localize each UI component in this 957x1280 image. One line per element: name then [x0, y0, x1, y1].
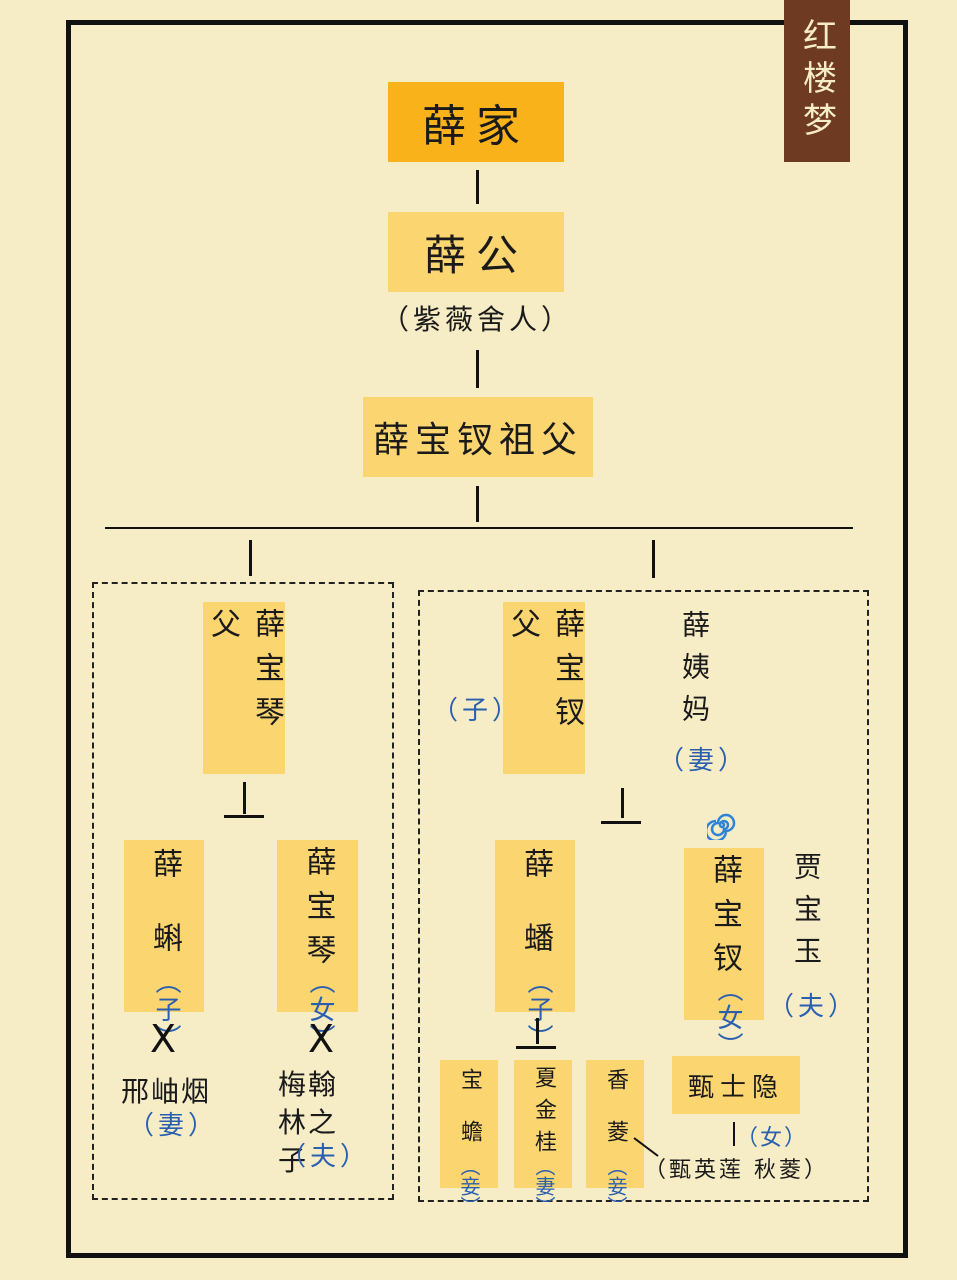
- left-daughter-box: 薛宝琴: [277, 840, 358, 1012]
- right-father-name: 薛宝钗父: [505, 608, 584, 740]
- left-daughter-name: 薛宝琴: [300, 846, 336, 978]
- right-daughter-role: （女）: [713, 976, 743, 1060]
- patriarch-box: 薛公: [388, 212, 564, 292]
- left-son-name: 薛蝌: [147, 848, 182, 996]
- wife-name: 夏金桂: [531, 1066, 556, 1162]
- concubine2-name: 香菱: [603, 1068, 628, 1172]
- left-son-wife: 邢岫烟: [121, 1075, 212, 1108]
- connector: [249, 540, 252, 576]
- xiangling-names: （甄英莲 秋菱）: [644, 1158, 829, 1183]
- family-box: 薛家: [388, 82, 564, 162]
- connector: [536, 1018, 539, 1044]
- diagram-frame: [66, 20, 908, 1258]
- connector: [652, 540, 655, 578]
- right-son-box: 薛蟠: [495, 840, 575, 1012]
- zhen-box: 甄士隐: [672, 1056, 800, 1114]
- left-daughter-husband: 梅翰林之子: [278, 1068, 339, 1177]
- left-father-name: 薛宝琴父: [205, 608, 284, 740]
- marriage-cross: X: [308, 1017, 335, 1061]
- left-daughter-husband-role: （夫）: [280, 1142, 371, 1172]
- connector: [224, 815, 264, 818]
- connector: [243, 782, 246, 814]
- spiral-icon: [704, 810, 737, 843]
- zhen-role: （女）: [736, 1126, 809, 1151]
- right-father-box: 薛宝钗父: [503, 602, 585, 774]
- connector: [621, 788, 624, 818]
- connector: [476, 486, 479, 522]
- left-son-role: （子）: [151, 968, 181, 1052]
- concubine1-role: （妾）: [457, 1156, 481, 1216]
- xiangling-pointer: [633, 1137, 659, 1157]
- left-daughter-role: （女）: [305, 968, 335, 1052]
- patriarch-note: （紫薇舍人）: [380, 303, 573, 336]
- wife-box: 夏金桂: [514, 1060, 572, 1188]
- wife-role: （妻）: [532, 1156, 556, 1216]
- connector: [601, 821, 641, 824]
- connector: [516, 1046, 556, 1049]
- connector: [476, 170, 479, 204]
- right-branch-group: [418, 590, 869, 1202]
- right-daughter-box: 薛宝钗: [684, 848, 764, 1020]
- concubine2-box: 香菱: [586, 1060, 644, 1188]
- marriage-cross: X: [150, 1017, 177, 1061]
- left-father-box: 薛宝琴父: [203, 602, 285, 774]
- right-son-name: 薛蟠: [518, 848, 553, 996]
- branch-line: [105, 527, 853, 529]
- concubine2-role: （妾）: [604, 1156, 628, 1216]
- concubine1-name: 宝蟾: [457, 1068, 482, 1172]
- connector: [733, 1122, 735, 1146]
- left-son-box: 薛蝌: [124, 840, 204, 1012]
- right-daughter-husband-role: （夫）: [768, 992, 859, 1022]
- mother-name: 薛姨妈: [678, 610, 711, 736]
- right-daughter-husband: 贾宝玉: [790, 852, 823, 978]
- left-son-wife-role: （妻）: [128, 1111, 219, 1141]
- corner-title: 红楼梦: [784, 0, 850, 162]
- left-branch-group: [92, 582, 394, 1200]
- right-daughter-name: 薛宝钗: [707, 854, 742, 986]
- grandfather-box: 薛宝钗祖父: [363, 397, 593, 477]
- concubine1-box: 宝蟾: [440, 1060, 498, 1188]
- mother-role: （妻）: [658, 746, 749, 776]
- connector: [476, 350, 479, 388]
